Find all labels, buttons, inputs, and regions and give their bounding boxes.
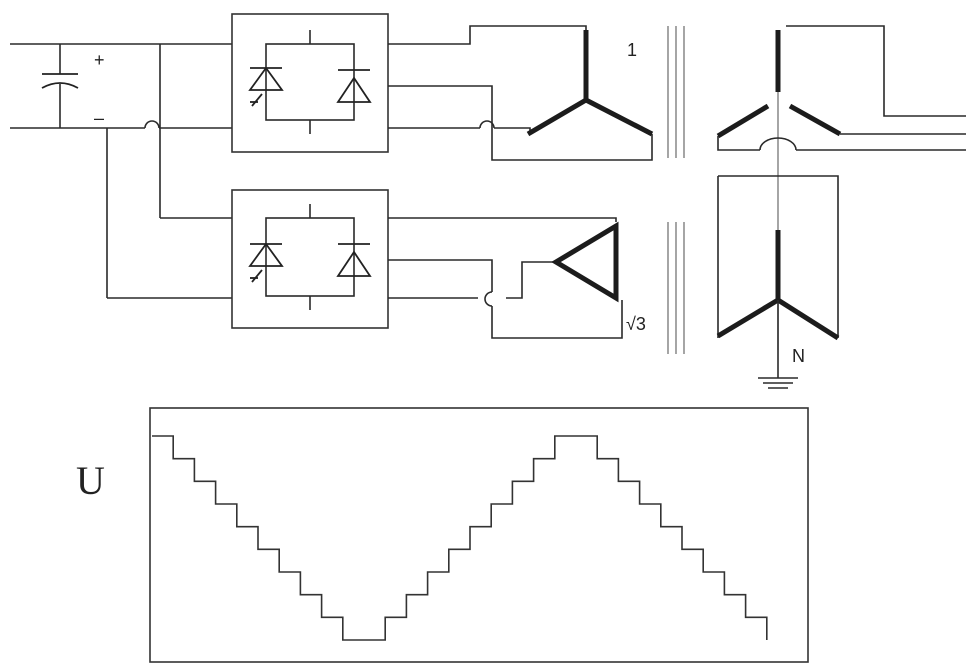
dc-bus (10, 43, 232, 129)
ratio-label-bottom: √3 (626, 314, 646, 334)
delta-winding-bottom (551, 221, 619, 303)
capacitor-icon (41, 73, 79, 89)
thyristor-icon (248, 66, 284, 107)
secondary-lower (716, 175, 840, 341)
bridge-top (231, 13, 389, 153)
neutral-label: N (792, 346, 805, 366)
transformer-core-bottom (667, 222, 685, 354)
ground-icon (758, 300, 798, 389)
bridge-bottom (231, 189, 389, 329)
diode-icon (336, 243, 372, 277)
star-winding-top (526, 30, 654, 137)
waveform-frame (149, 407, 809, 663)
ratio-label-top: 1 (627, 40, 637, 60)
minus-label: – (94, 108, 104, 128)
thyristor-icon (248, 242, 284, 283)
diode-icon (336, 69, 372, 103)
top-bridge-outputs (388, 25, 653, 161)
plus-label: + (94, 50, 105, 70)
secondary-upper (716, 25, 966, 350)
voltage-label: U (76, 458, 105, 503)
transformer-core-top (667, 26, 685, 158)
stepped-waveform (152, 435, 768, 641)
bottom-bridge-outputs (388, 217, 623, 339)
